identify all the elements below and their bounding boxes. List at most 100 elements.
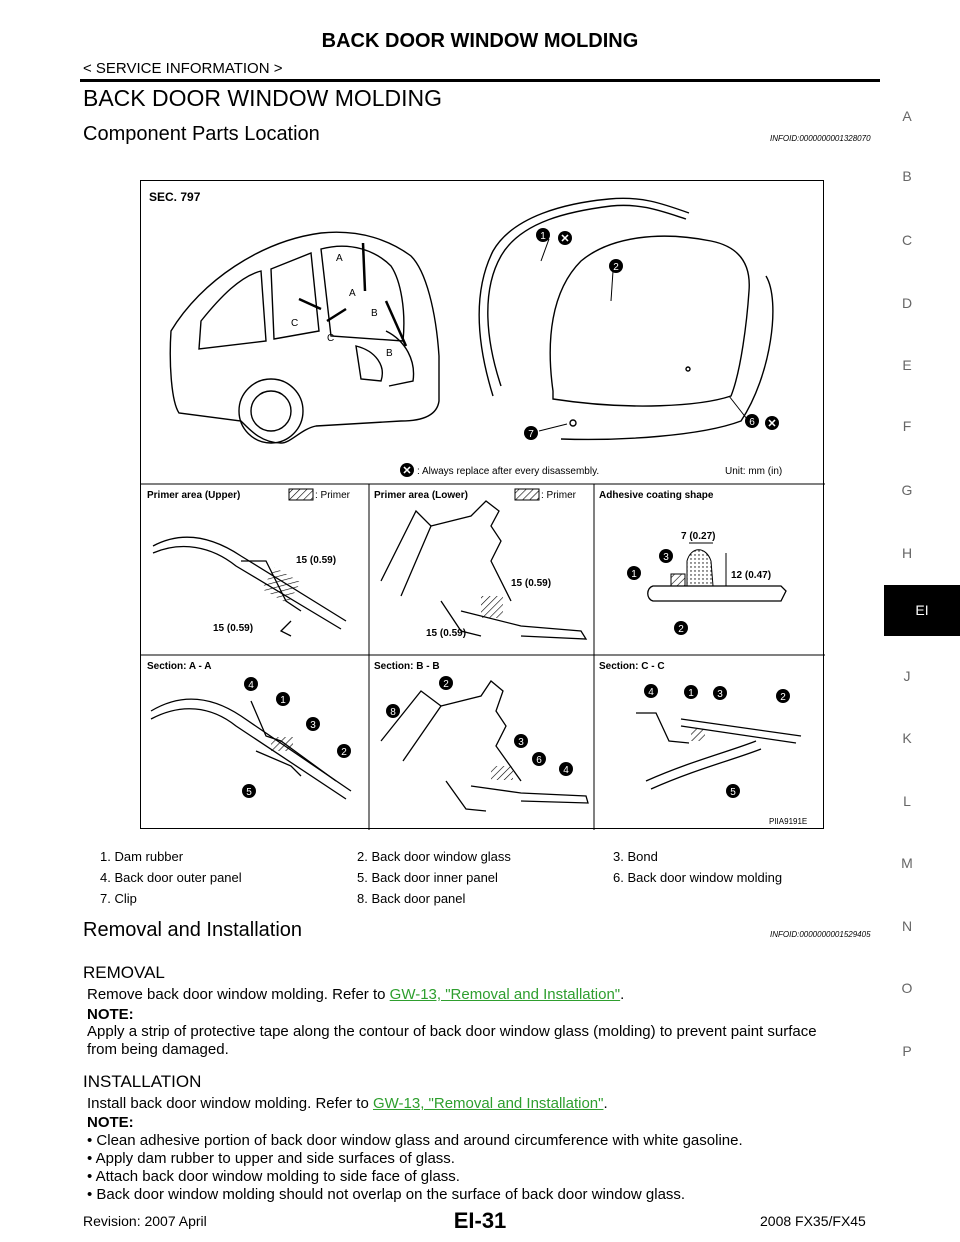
- legend-item-2: 2. Back door window glass: [357, 849, 511, 864]
- svg-text:✕: ✕: [560, 233, 569, 245]
- section-title: BACK DOOR WINDOW MOLDING: [83, 85, 443, 111]
- panel-title-primer-upper: Primer area (Upper): [147, 490, 240, 501]
- callout-numbers-section-c: 4 1 3 2 5: [644, 684, 790, 798]
- svg-text:1: 1: [688, 688, 694, 699]
- footer-page-number: EI-31: [453, 1208, 507, 1233]
- installation-note-label: NOTE:: [87, 1114, 134, 1131]
- dim-12: 12 (0.47): [731, 570, 771, 581]
- installation-bullet-1: • Clean adhesive portion of back door wi…: [87, 1132, 743, 1149]
- dim-15-lower-2: 15 (0.59): [426, 628, 466, 639]
- callout-numbers-adhesive: 1 3 2: [627, 549, 688, 635]
- removal-instruction: Remove back door window molding. Refer t…: [87, 986, 386, 1003]
- side-index-h[interactable]: H: [901, 545, 913, 561]
- panel-title-section-b: Section: B - B: [374, 661, 440, 672]
- side-index-f[interactable]: F: [902, 418, 912, 434]
- legend-item-4: 4. Back door outer panel: [100, 870, 242, 885]
- svg-text:7: 7: [528, 429, 534, 440]
- svg-text:1: 1: [280, 695, 286, 706]
- callout-numbers-section-a: 4 1 3 2 5: [242, 677, 351, 798]
- side-index-g[interactable]: G: [901, 482, 913, 498]
- side-index-a[interactable]: A: [902, 108, 912, 124]
- section-a-hatch: [271, 737, 293, 751]
- section-c-drawing: [636, 712, 802, 790]
- installation-bullet-4: • Back door window molding should not ov…: [87, 1186, 686, 1203]
- side-index-k[interactable]: K: [902, 730, 912, 746]
- legend-item-6: 6. Back door window molding: [613, 870, 783, 885]
- svg-text:2: 2: [341, 747, 347, 758]
- figure-id: PIIA9191E: [769, 817, 807, 826]
- svg-text:6: 6: [536, 755, 542, 766]
- primer-key-label-1: : Primer: [315, 490, 351, 501]
- svg-text:✕: ✕: [402, 465, 411, 477]
- section-b-drawing: [380, 680, 589, 812]
- svg-text:3: 3: [663, 552, 669, 563]
- side-index-e[interactable]: E: [902, 357, 912, 373]
- svg-text:4: 4: [248, 680, 254, 691]
- legend-item-7: 7. Clip: [100, 891, 137, 906]
- panel-title-primer-lower: Primer area (Lower): [374, 490, 468, 501]
- section-a-drawing: [150, 698, 352, 800]
- dim-7: 7 (0.27): [681, 531, 715, 542]
- primer-upper-drawing: [152, 536, 347, 637]
- installation-link[interactable]: GW-13, "Removal and Installation": [372, 1095, 604, 1112]
- dim-15-upper-2: 15 (0.59): [213, 623, 253, 634]
- removal-note-line-2: from being damaged.: [87, 1041, 229, 1058]
- svg-text:3: 3: [310, 720, 316, 731]
- side-index-l[interactable]: L: [903, 793, 911, 809]
- svg-text:2: 2: [613, 262, 619, 273]
- svg-text:2: 2: [678, 624, 684, 635]
- header-divider: [80, 79, 880, 82]
- side-index-p[interactable]: P: [902, 1043, 912, 1059]
- component-heading: Component Parts Location: [83, 123, 320, 145]
- component-info-id: INFOID:0000000001328070: [770, 134, 871, 143]
- side-index-n[interactable]: N: [901, 918, 913, 934]
- svg-text:5: 5: [730, 787, 736, 798]
- marker-c-1: C: [291, 318, 298, 329]
- removal-link[interactable]: GW-13, "Removal and Installation": [389, 986, 621, 1003]
- figure-drawing: SEC. 797 A A B B C C: [141, 190, 825, 830]
- footer-model: 2008 FX35/FX45: [760, 1213, 866, 1229]
- side-index-j[interactable]: J: [903, 668, 911, 684]
- primer-upper-hatch: [262, 567, 301, 604]
- section-markers: [298, 242, 408, 347]
- primer-key-swatch-1: [288, 488, 314, 501]
- svg-text:4: 4: [648, 687, 654, 698]
- section-b-hatch: [491, 766, 513, 780]
- legend-item-8: 8. Back door panel: [357, 891, 466, 906]
- footer-revision: Revision: 2007 April: [83, 1213, 207, 1229]
- panel-title-section-c: Section: C - C: [599, 661, 665, 672]
- replace-note: : Always replace after every disassembly…: [417, 466, 599, 477]
- svg-text:2: 2: [780, 692, 786, 703]
- removal-info-id: INFOID:0000000001529405: [770, 930, 871, 939]
- panel-title-section-a: Section: A - A: [147, 661, 211, 672]
- side-index-m[interactable]: M: [901, 855, 913, 871]
- side-index-d[interactable]: D: [901, 295, 913, 311]
- svg-text:5: 5: [246, 787, 252, 798]
- primer-key-swatch-2: [514, 488, 540, 501]
- svg-text:2: 2: [443, 679, 449, 690]
- side-index-ei-active[interactable]: EI: [884, 585, 960, 636]
- marker-c-2: C: [327, 333, 334, 344]
- svg-text:1: 1: [540, 231, 546, 242]
- replace-icons: ✕ ✕ ✕: [400, 231, 779, 477]
- unit-note: Unit: mm (in): [725, 466, 782, 477]
- side-index-b[interactable]: B: [902, 168, 912, 184]
- side-index-c[interactable]: C: [901, 232, 913, 248]
- callouts-main: [538, 238, 748, 432]
- installation-bullet-2: • Apply dam rubber to upper and side sur…: [87, 1150, 455, 1167]
- side-index-o[interactable]: O: [901, 980, 913, 996]
- component-parts-figure: SEC. 797 A A B B C C: [140, 180, 825, 830]
- removal-text: Remove back door window molding. Refer t…: [87, 986, 625, 1003]
- dim-15-lower-1: 15 (0.59): [511, 578, 551, 589]
- installation-bullet-3: • Attach back door window molding to sid…: [87, 1168, 460, 1185]
- dim-15-upper-1: 15 (0.59): [296, 555, 336, 566]
- callout-numbers-main: 1 2 6 7: [524, 228, 759, 440]
- page-header-title: BACK DOOR WINDOW MOLDING: [321, 30, 639, 52]
- marker-b-2: B: [386, 348, 393, 359]
- svg-text:3: 3: [717, 689, 723, 700]
- vehicle-illustration: [169, 231, 440, 444]
- installation-subheading: INSTALLATION: [83, 1072, 202, 1091]
- svg-text:1: 1: [631, 569, 637, 580]
- svg-text:4: 4: [563, 765, 569, 776]
- section-c-hatch: [691, 729, 705, 741]
